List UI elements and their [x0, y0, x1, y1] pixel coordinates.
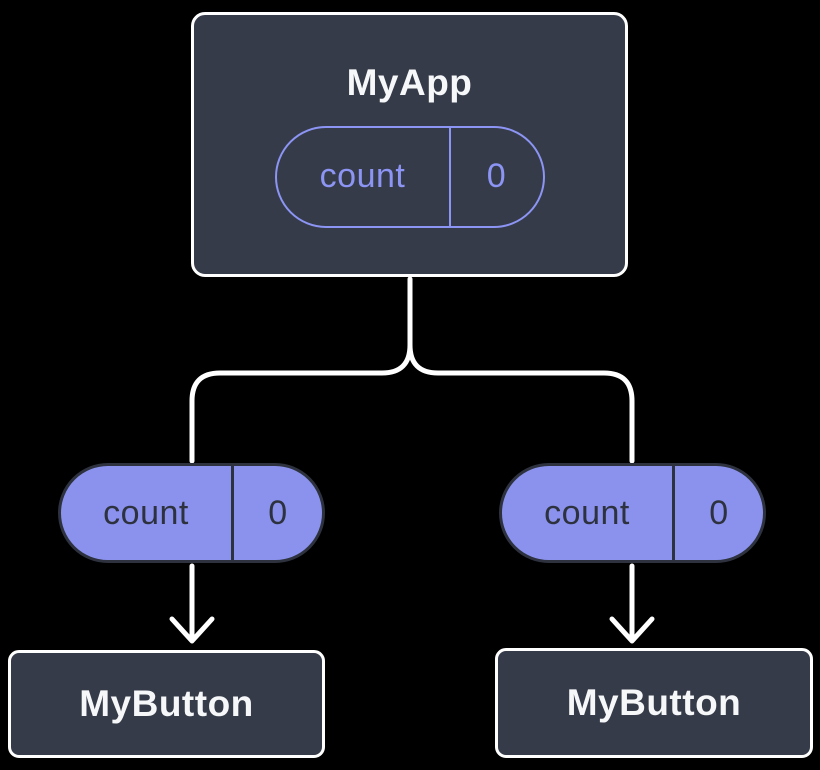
myapp-node: MyApp count 0	[191, 12, 628, 277]
prop-pill-left: count 0	[58, 463, 325, 563]
myapp-title: MyApp	[346, 61, 473, 103]
mybutton-node-left: MyButton	[8, 650, 325, 758]
prop-value-label: 0	[231, 466, 322, 560]
arrow-right-head-icon	[609, 616, 655, 644]
prop-pill-right: count 0	[499, 463, 766, 563]
connector-branch-left	[189, 342, 413, 464]
state-value-label: 0	[448, 127, 543, 226]
state-name-label: count	[319, 157, 406, 195]
mybutton-node-right: MyButton	[495, 648, 813, 758]
arrow-left-head-icon	[169, 616, 215, 644]
mybutton-title: MyButton	[79, 683, 254, 724]
prop-value-label: 0	[672, 466, 763, 560]
prop-name-label: count	[544, 493, 630, 532]
mybutton-title: MyButton	[566, 682, 742, 723]
connector-branch-right	[407, 342, 635, 464]
prop-name-label: count	[103, 493, 189, 532]
myapp-state-pill: count 0	[274, 125, 545, 228]
